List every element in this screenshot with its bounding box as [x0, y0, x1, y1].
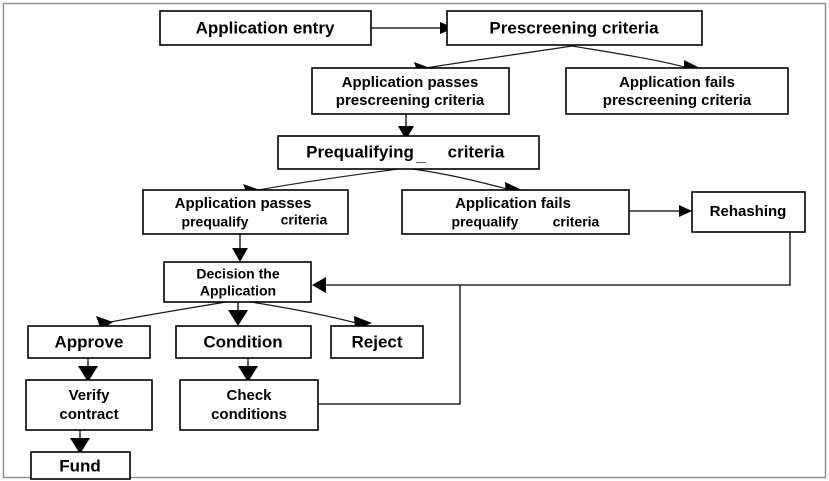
- node-prequalifying-criteria-separator: _: [415, 145, 426, 164]
- node-app-passes-prescreening-line2: prescreening criteria: [336, 92, 485, 109]
- node-reject-box[interactable]: [330, 325, 424, 359]
- node-app-fails-prequalify-line1: Application fails: [455, 195, 571, 212]
- node-check-conditions[interactable]: Check conditions: [179, 379, 319, 431]
- node-approve[interactable]: Approve: [27, 325, 151, 359]
- node-verify-contract-line1: Verify: [69, 387, 111, 404]
- node-app-fails-prequalify-line2a: prequalify: [452, 214, 519, 230]
- node-application-entry-box[interactable]: [159, 10, 372, 46]
- arrowhead-condition-to-check: [238, 366, 258, 382]
- arrowhead-passes-to-prequalifying: [398, 126, 414, 140]
- edge-check-to-decision: [318, 285, 461, 405]
- node-app-fails-prescreening-line1: Application fails: [619, 74, 735, 91]
- node-condition[interactable]: Condition: [175, 325, 312, 359]
- node-verify-contract-line2: contract: [59, 406, 118, 423]
- node-check-conditions-line1: Check: [226, 387, 272, 404]
- node-app-fails-prequalify-line2b: criteria: [553, 214, 600, 230]
- node-condition-label: Condition: [203, 332, 282, 351]
- arrowhead-fails-to-rehashing: [679, 205, 692, 217]
- node-decision-the-application-line2: Application: [200, 283, 276, 299]
- node-app-passes-prequalify-line2b: criteria: [281, 212, 328, 228]
- node-app-passes-prequalify-line2a: prequalify: [182, 214, 249, 230]
- arrowhead-rehashing-to-decision: [312, 277, 326, 293]
- arrowhead-decision-to-condition: [228, 310, 248, 326]
- node-app-fails-prescreening-box[interactable]: [565, 67, 789, 115]
- node-rehashing-label: Rehashing: [710, 203, 787, 220]
- node-rehashing[interactable]: Rehashing: [691, 191, 806, 233]
- node-app-passes-prescreening[interactable]: Application passes prescreening criteria: [311, 67, 510, 115]
- node-check-conditions-line2: conditions: [211, 406, 287, 423]
- node-app-passes-prescreening-box[interactable]: [311, 67, 510, 115]
- node-prescreening-criteria[interactable]: Prescreening criteria: [446, 10, 703, 46]
- node-app-passes-prescreening-line1: Application passes: [342, 74, 479, 91]
- node-fund[interactable]: Fund: [30, 451, 131, 480]
- node-prequalifying-criteria-part1: Prequalifying: [306, 142, 414, 161]
- node-app-passes-prequalify-box[interactable]: [142, 189, 349, 235]
- node-approve-box[interactable]: [27, 325, 151, 359]
- node-verify-contract[interactable]: Verify contract: [25, 379, 153, 431]
- node-decision-the-application[interactable]: Decision the Application: [163, 261, 312, 303]
- arrowhead-passes-to-decision: [232, 248, 248, 262]
- edge-prequalifying-to-passes: [246, 167, 407, 193]
- arrowhead-verify-to-fund: [70, 438, 90, 454]
- node-check-conditions-box[interactable]: [179, 379, 319, 431]
- node-application-entry-label: Application entry: [196, 18, 335, 37]
- node-app-fails-prequalify-box[interactable]: [401, 189, 630, 235]
- node-prequalifying-criteria-box[interactable]: [277, 135, 540, 170]
- node-reject-label: Reject: [351, 332, 402, 351]
- node-app-fails-prescreening-line2: prescreening criteria: [603, 92, 752, 109]
- arrowhead-approve-to-verify: [78, 366, 98, 382]
- node-app-passes-prequalify-line1: Application passes: [175, 195, 312, 212]
- node-app-fails-prescreening[interactable]: Application fails prescreening criteria: [565, 67, 789, 115]
- node-fund-label: Fund: [59, 456, 101, 475]
- node-application-entry[interactable]: Application entry: [159, 10, 372, 46]
- edge-decision-to-reject: [237, 299, 361, 325]
- edge-prescreening-to-passes: [413, 45, 573, 71]
- node-prequalifying-criteria[interactable]: Prequalifying _ criteria: [277, 135, 540, 170]
- node-decision-the-application-box[interactable]: [163, 261, 312, 303]
- node-app-fails-prequalify[interactable]: Application fails prequalify criteria: [401, 189, 630, 235]
- edge-prequalifying-to-fails: [405, 167, 512, 191]
- node-prescreening-criteria-label: Prescreening criteria: [489, 18, 659, 37]
- node-approve-label: Approve: [55, 332, 124, 351]
- node-decision-the-application-line1: Decision the: [196, 266, 279, 282]
- node-rehashing-box[interactable]: [691, 191, 806, 233]
- edge-rehashing-to-decision: [326, 232, 791, 286]
- node-prequalifying-criteria-part2: criteria: [448, 142, 505, 161]
- edge-prescreening-to-fails: [571, 45, 689, 69]
- node-reject[interactable]: Reject: [330, 325, 424, 359]
- node-condition-box[interactable]: [175, 325, 312, 359]
- node-prescreening-criteria-box[interactable]: [446, 10, 703, 46]
- edge-decision-to-approve: [99, 299, 239, 325]
- node-fund-box[interactable]: [30, 451, 131, 480]
- node-app-passes-prequalify[interactable]: Application passes prequalify criteria: [142, 189, 349, 235]
- node-verify-contract-box[interactable]: [25, 379, 153, 431]
